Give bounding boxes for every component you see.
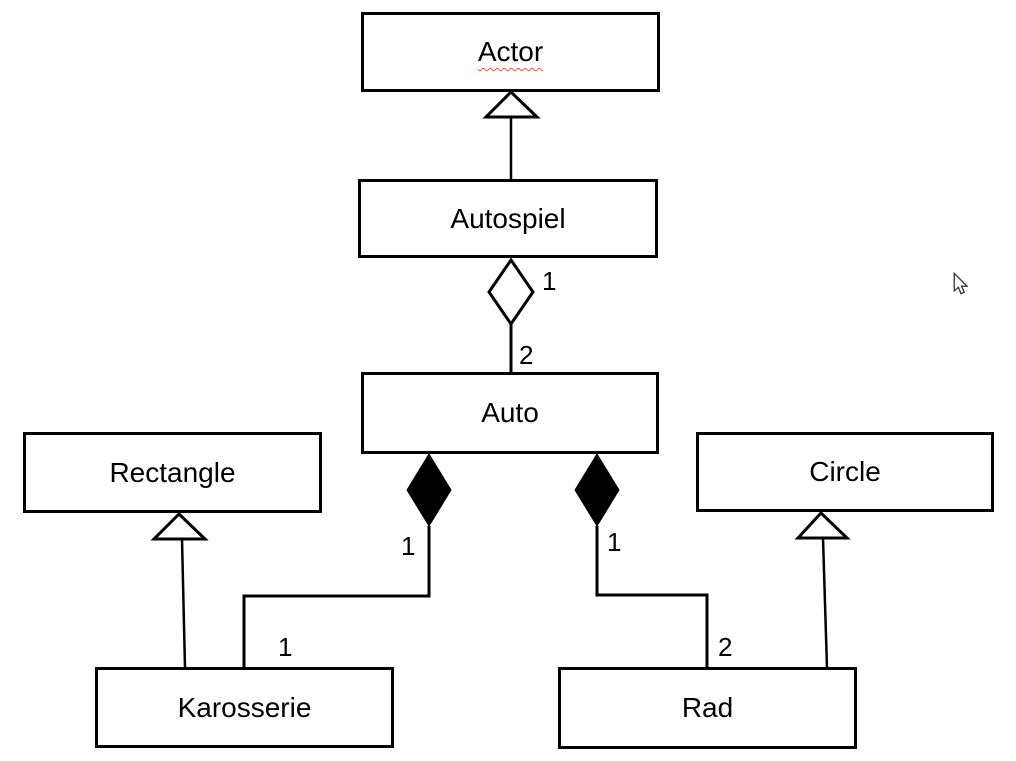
- composition-auto-rad[interactable]: [574, 453, 709, 668]
- multiplicity-label-composition-rad-whole: 1: [607, 527, 622, 557]
- generalization-autospiel-actor[interactable]: [482, 89, 541, 180]
- connector-line[interactable]: [595, 526, 709, 668]
- class-name-label: Circle: [809, 456, 881, 487]
- composition-diamond-icon[interactable]: [406, 453, 452, 527]
- class-name-label: Karosserie: [177, 691, 312, 723]
- class-box-autospiel[interactable]: Autospiel: [358, 179, 658, 258]
- connector-line[interactable]: [180, 538, 187, 669]
- class-box-auto[interactable]: Auto: [361, 372, 659, 454]
- connector-line[interactable]: [242, 526, 431, 668]
- multiplicity-label-aggregation-part: 2: [519, 340, 534, 370]
- class-box-circle[interactable]: Circle: [696, 432, 994, 512]
- mouse-cursor-icon: [953, 272, 968, 295]
- generalization-karosserie-rectangle[interactable]: [150, 511, 209, 669]
- class-name-label: Autospiel: [450, 202, 566, 234]
- multiplicity-label-composition-karosserie-part: 1: [278, 632, 293, 662]
- composition-diamond-icon[interactable]: [574, 453, 620, 527]
- class-name-label: Rectangle: [109, 456, 236, 488]
- inheritance-triangle-icon[interactable]: [482, 89, 541, 119]
- inheritance-triangle-icon[interactable]: [150, 511, 209, 541]
- aggregation-diamond-icon[interactable]: [487, 257, 535, 327]
- class-box-rectangle[interactable]: Rectangle: [23, 432, 322, 513]
- multiplicity-label-composition-karosserie-whole: 1: [401, 531, 416, 561]
- generalization-rad-circle[interactable]: [794, 510, 851, 669]
- aggregation-autospiel-auto[interactable]: [487, 257, 535, 372]
- composition-auto-karosserie[interactable]: [242, 453, 452, 668]
- class-name-label: Auto: [481, 397, 539, 428]
- class-name-label: Rad: [681, 692, 734, 723]
- connector-line[interactable]: [821, 537, 829, 669]
- inheritance-triangle-icon[interactable]: [794, 510, 851, 540]
- multiplicity-label-aggregation-whole: 1: [542, 266, 557, 296]
- class-box-rad[interactable]: Rad: [558, 667, 857, 749]
- class-box-karosserie[interactable]: Karosserie: [95, 667, 394, 748]
- class-name-label: Actor: [477, 36, 544, 67]
- class-box-actor[interactable]: Actor: [361, 12, 660, 92]
- multiplicity-label-composition-rad-part: 2: [718, 632, 733, 662]
